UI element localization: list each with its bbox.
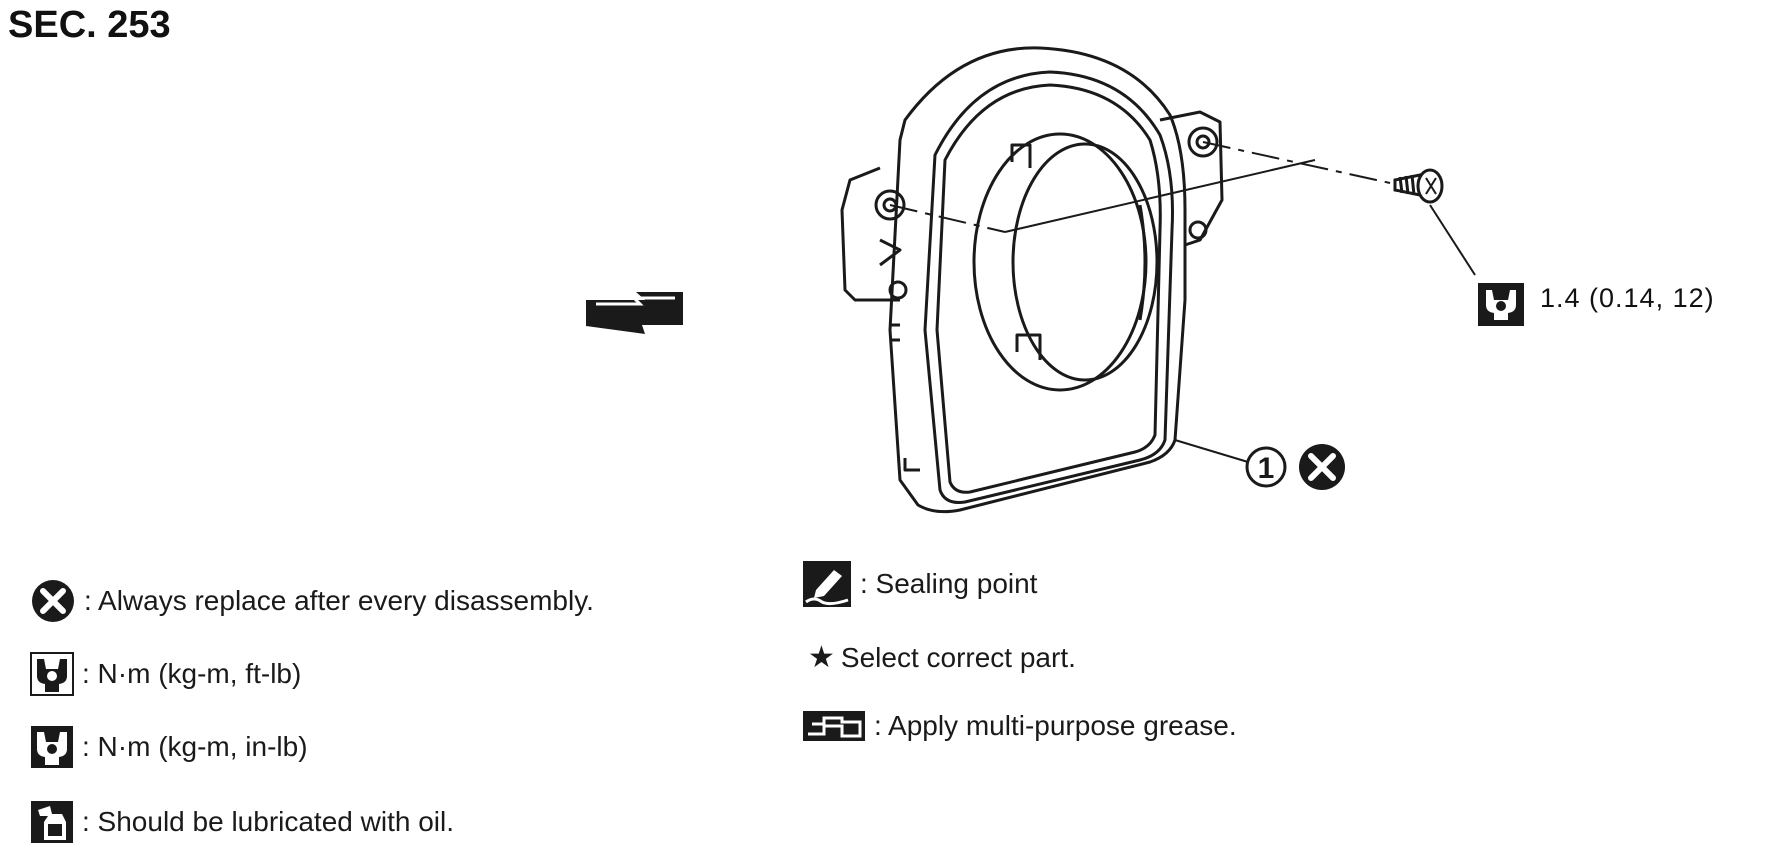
grease-gun-icon [802, 710, 866, 742]
legend-torque-ft-lb-text: : N·m (kg-m, ft-lb) [82, 658, 302, 689]
legend-select-part: ★ Select correct part. [808, 640, 1076, 675]
sealant-tube-icon [802, 560, 852, 608]
legend-select-part-text: Select correct part. [840, 641, 1076, 673]
legend-grease: : Apply multi-purpose grease. [802, 710, 1237, 742]
torque-value: 1.4 (0.14, 12) [1540, 283, 1715, 313]
legend-torque-in-lb: : N·m (kg-m, in-lb) [30, 725, 308, 769]
legend-replace: : Always replace after every disassembly… [30, 578, 594, 624]
legend-replace-text: : Always replace after every disassembly… [84, 585, 594, 616]
replace-x-icon [1299, 444, 1345, 490]
legend-grease-text: : Apply multi-purpose grease. [874, 710, 1237, 741]
part-number-callout: 1 [1245, 446, 1287, 488]
section-title: SEC. 253 [8, 4, 171, 46]
torque-wrench-filled-icon [30, 725, 74, 769]
legend-lubricate-oil: : Should be lubricated with oil. [30, 800, 454, 844]
steering-angle-sensor [840, 46, 1224, 514]
torque-wrench-filled-icon [1478, 283, 1524, 326]
legend-torque-in-lb-text: : N·m (kg-m, in-lb) [82, 731, 308, 762]
replace-x-icon [30, 578, 76, 624]
part-number: 1 [1258, 452, 1275, 485]
star-icon: ★ [808, 641, 835, 674]
front-direction-arrow-icon [586, 292, 683, 334]
legend-torque-ft-lb: : N·m (kg-m, ft-lb) [30, 652, 301, 696]
legend-lubricate-oil-text: : Should be lubricated with oil. [82, 806, 454, 837]
legend-sealing-point-text: : Sealing point [860, 568, 1038, 599]
legend-sealing-point: : Sealing point [802, 560, 1037, 608]
screw [1393, 168, 1444, 204]
oil-can-icon [30, 800, 74, 844]
torque-wrench-icon [30, 652, 74, 696]
